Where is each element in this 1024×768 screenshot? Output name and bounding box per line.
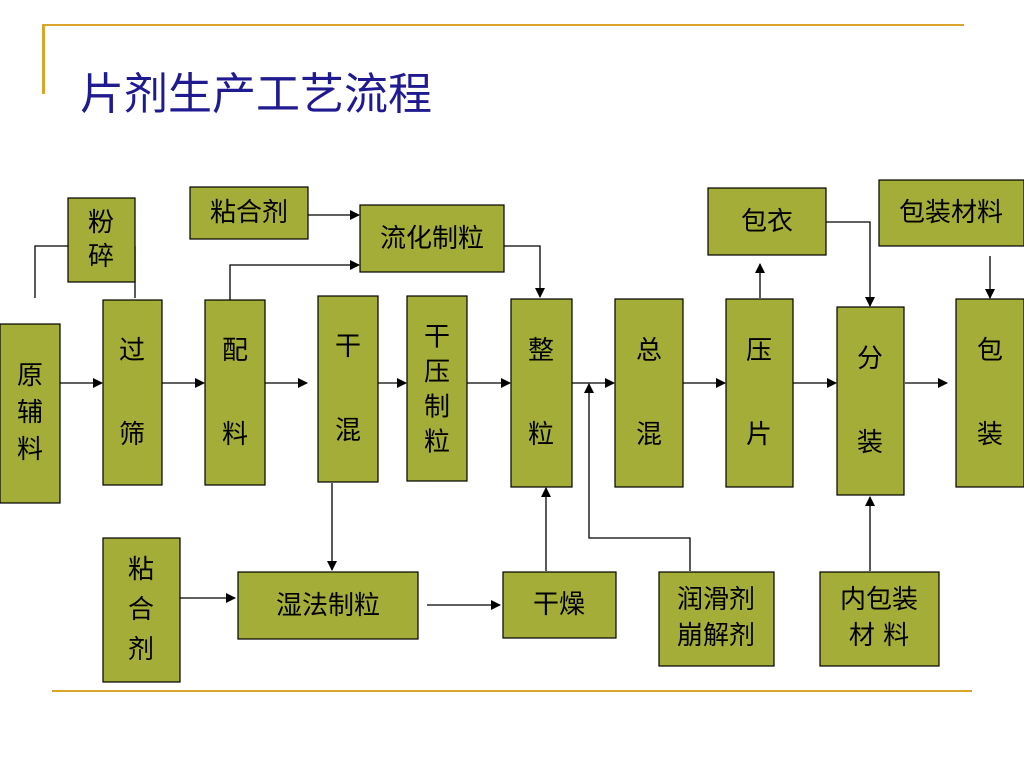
edge-mix-to-fluid — [229, 260, 360, 300]
node-dry-press-granulate-label: 干压制粒 — [424, 323, 450, 458]
node-final-mix-label: 总混 — [636, 336, 662, 450]
node-split-pack-label: 分装 — [857, 344, 883, 458]
node-lubricant-disintegrant: 润滑剂崩解剂 — [658, 571, 775, 667]
node-compress: 压片 — [725, 298, 794, 488]
node-sizing: 整粒 — [510, 298, 573, 488]
top-rule — [44, 24, 964, 26]
node-pack-label: 包装 — [977, 336, 1003, 450]
node-raw-material: 原辅料 — [0, 323, 61, 504]
node-binder-bottom: 粘合剂 — [102, 537, 181, 683]
slide-title: 片剂生产工艺流程 — [80, 69, 432, 120]
node-binder-bottom-label: 粘合剂 — [128, 555, 154, 665]
node-wet-granulation: 湿法制粒 — [237, 571, 419, 640]
node-raw-material-label: 原辅料 — [17, 361, 43, 465]
node-lubricant-disintegrant-label: 润滑剂崩解剂 — [677, 585, 755, 651]
node-binder-top-label: 粘合剂 — [210, 198, 288, 228]
node-dry-press-granulate: 干压制粒 — [406, 295, 468, 482]
node-packing-material-label: 包装材料 — [899, 198, 1003, 228]
node-split-pack: 分装 — [836, 306, 905, 496]
node-coating-label: 包衣 — [741, 207, 793, 237]
bottom-rule — [52, 690, 972, 692]
node-sizing-label: 整粒 — [528, 336, 554, 450]
node-mix-ingredients-label: 配料 — [222, 336, 248, 450]
node-wet-granulation-label: 湿法制粒 — [276, 591, 380, 621]
node-mix-ingredients: 配料 — [204, 299, 266, 486]
node-fluid-granulation-label: 流化制粒 — [380, 224, 484, 254]
node-pack: 包装 — [955, 298, 1024, 488]
edge-lubricant-to-finalmix — [584, 383, 691, 571]
node-compress-label: 压片 — [746, 336, 772, 450]
node-fluid-granulation: 流化制粒 — [359, 204, 505, 273]
node-sieve-label: 过筛 — [119, 336, 145, 450]
edge-coating-to-split — [826, 221, 875, 307]
node-binder-top: 粘合剂 — [189, 186, 309, 240]
node-crush-label: 粉碎 — [88, 208, 114, 272]
node-final-mix: 总混 — [614, 298, 684, 488]
edge-fluid-to-sizing — [504, 245, 545, 298]
node-inner-packing-material: 内包装材 料 — [819, 571, 940, 667]
node-sieve: 过筛 — [102, 299, 163, 486]
node-dry-mix-label: 干混 — [335, 332, 361, 446]
node-dry-mix: 干混 — [317, 295, 379, 483]
node-inner-packing-material-label: 内包装材 料 — [840, 585, 918, 651]
left-rule — [42, 24, 45, 94]
node-crush: 粉碎 — [67, 197, 136, 283]
node-drying: 干燥 — [502, 571, 617, 639]
node-coating: 包衣 — [707, 187, 827, 256]
node-packing-material: 包装材料 — [878, 179, 1024, 247]
node-drying-label: 干燥 — [533, 590, 585, 620]
